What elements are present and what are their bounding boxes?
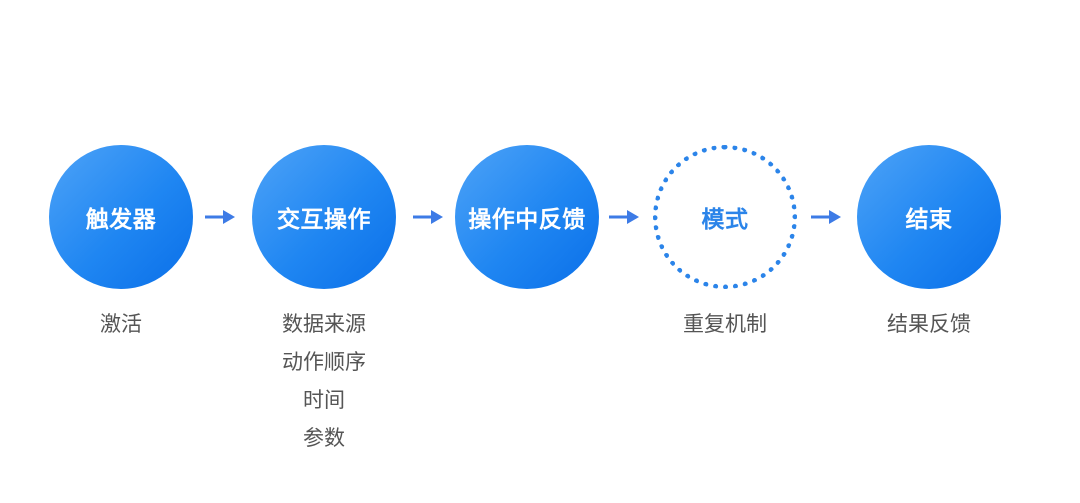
caption-line: 重复机制 [683, 312, 767, 336]
step-label: 触发器 [85, 207, 157, 233]
caption-line: 时间 [303, 388, 345, 412]
caption-line: 参数 [303, 426, 345, 450]
step-caption-interaction: 数据来源 动作顺序 时间 参数 [252, 305, 396, 457]
arrow-right-icon [811, 210, 841, 224]
step-label: 交互操作 [277, 207, 371, 233]
step-caption-end: 结果反馈 [857, 305, 1001, 343]
arrow-right-icon [609, 210, 639, 224]
step-node-trigger: 触发器 [49, 145, 193, 289]
step-label: 操作中反馈 [468, 207, 586, 233]
arrow-right-icon [205, 210, 235, 224]
caption-line: 动作顺序 [282, 350, 366, 374]
step-node-mode: 模式 [653, 145, 797, 289]
step-node-end: 结束 [857, 145, 1001, 289]
step-node-feedback: 操作中反馈 [455, 145, 599, 289]
step-label: 结束 [905, 207, 953, 233]
step-node-interaction: 交互操作 [252, 145, 396, 289]
step-caption-mode: 重复机制 [653, 305, 797, 343]
caption-line: 结果反馈 [887, 312, 971, 336]
step-label: 模式 [701, 207, 749, 233]
arrow-right-icon [413, 210, 443, 224]
step-caption-trigger: 激活 [49, 305, 193, 343]
caption-line: 数据来源 [282, 312, 366, 336]
caption-line: 激活 [100, 312, 142, 336]
